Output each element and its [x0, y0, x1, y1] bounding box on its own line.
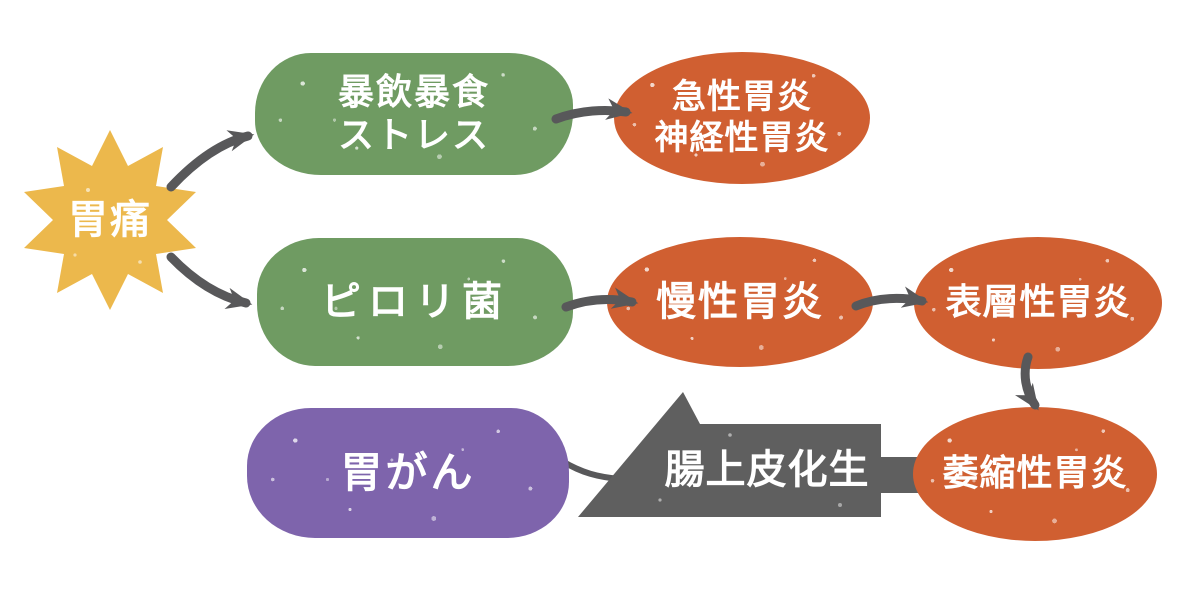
banner-speckle: [658, 498, 662, 502]
superficial-gastritis-label: 表層性胃炎: [945, 282, 1131, 324]
node-gastric-pain: 胃痛: [56, 192, 164, 248]
pylori-label: ピロリ菌: [321, 279, 509, 325]
atrophic-gastritis-label: 萎縮性胃炎: [942, 453, 1128, 495]
node-overeating-stress: 暴飲暴食 ストレス: [255, 53, 573, 175]
node-acute-gastritis: 急性胃炎 神経性胃炎: [614, 52, 870, 184]
node-pylori: ピロリ菌: [257, 238, 573, 366]
acute-gastritis-line2: 神経性胃炎: [654, 118, 830, 158]
intestinal-metaplasia-label: 腸上皮化生: [664, 447, 870, 493]
acute-gastritis-line1: 急性胃炎: [672, 77, 812, 118]
banner-speckle: [838, 503, 842, 507]
gastric-pain-label: 胃痛: [68, 197, 152, 243]
stomach-cancer-label: 胃がん: [340, 447, 476, 497]
starburst-speckle: [138, 260, 142, 264]
arrow-pain-to-overeating: [166, 130, 255, 192]
node-chronic-gastritis: 慢性胃炎: [607, 237, 873, 367]
starburst-speckle: [73, 253, 77, 257]
banner-speckle: [728, 433, 732, 437]
connector-metaplasia-to-cancer: [559, 458, 623, 482]
node-atrophic-gastritis: 萎縮性胃炎: [913, 407, 1157, 541]
node-intestinal-metaplasia: 腸上皮化生: [648, 444, 886, 496]
node-superficial-gastritis: 表層性胃炎: [914, 237, 1162, 369]
arrow-pain-to-pylori: [166, 252, 253, 309]
node-stomach-cancer: 胃がん: [247, 408, 569, 538]
overeating-stress-line2: ストレス: [337, 115, 490, 156]
chronic-gastritis-label: 慢性胃炎: [656, 279, 824, 325]
overeating-stress-line1: 暴飲暴食: [337, 71, 490, 113]
